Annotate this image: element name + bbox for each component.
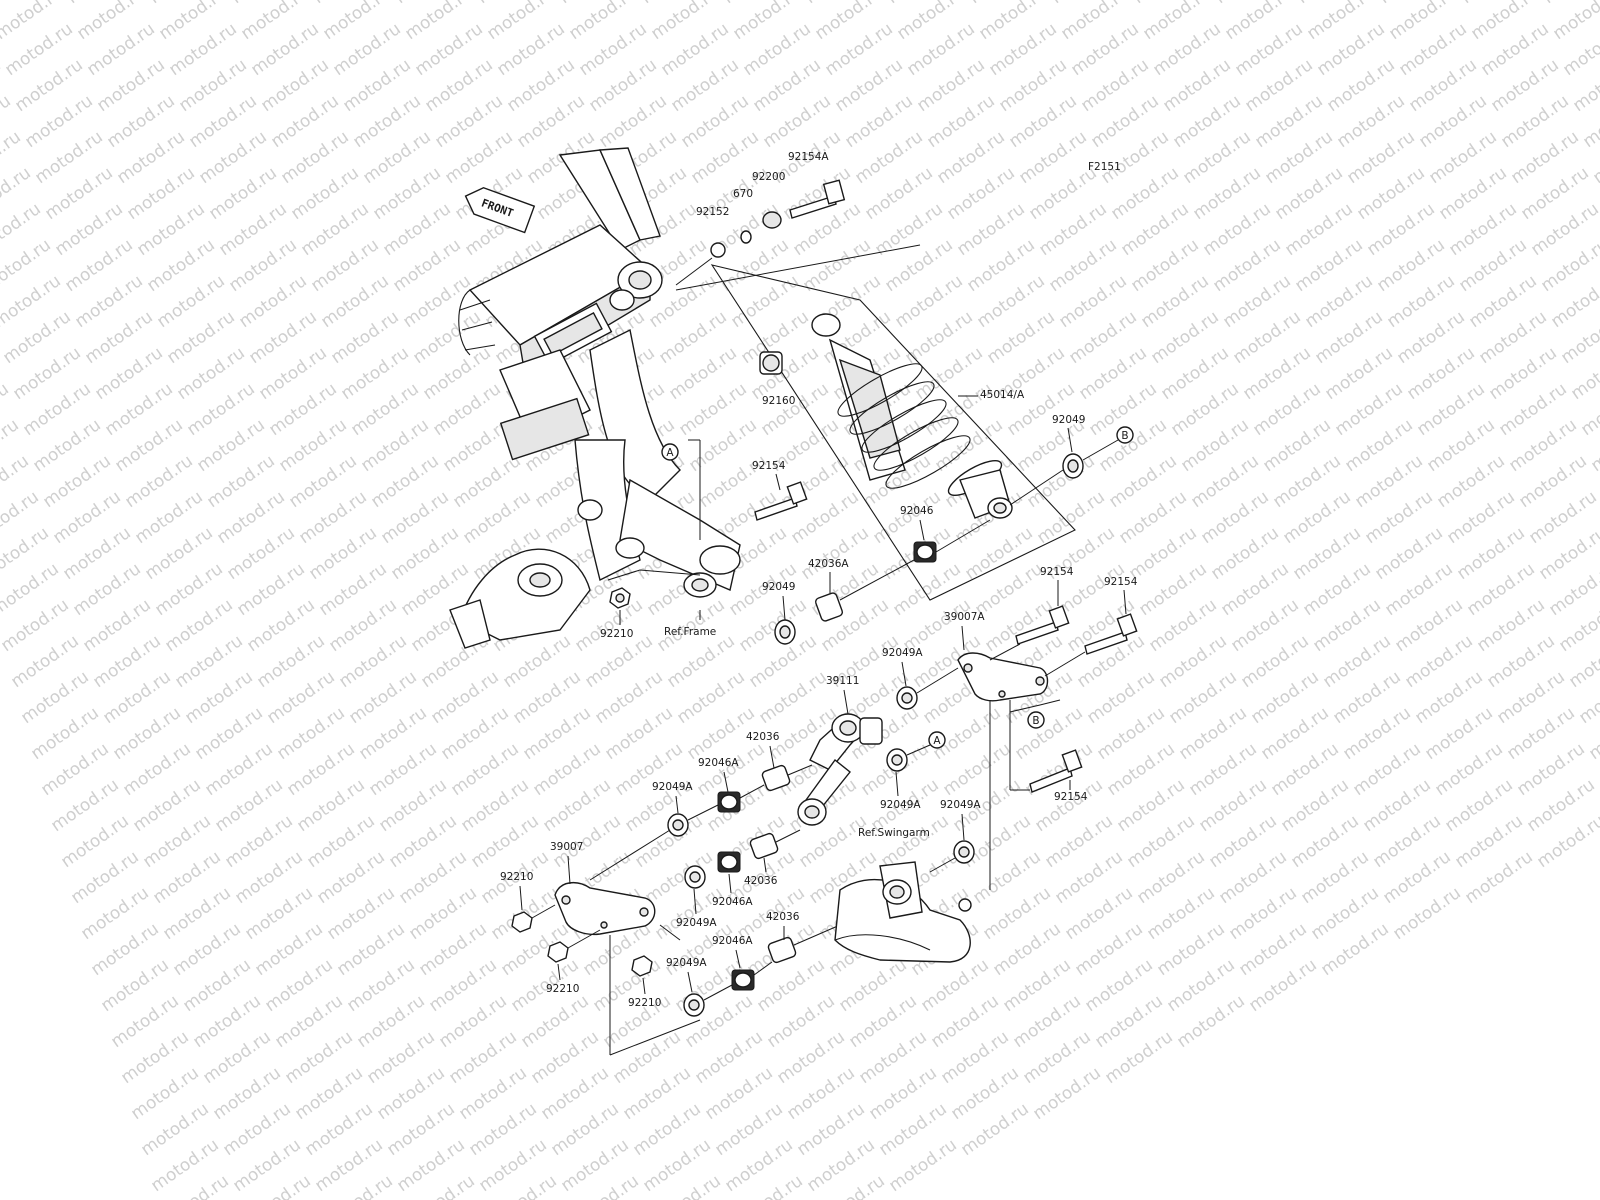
label-39007: 39007 [550,841,583,853]
link-rod-39111 [797,713,883,826]
label-92049-mid: 92049 [762,581,795,593]
plate-39007A: B [957,605,1138,890]
label-45014A: 45014/A [980,389,1025,401]
label-92154A: 92154A [788,151,829,163]
label-92049A-5: 92049A [666,957,707,969]
label-92049A-3: 92049A [940,799,981,811]
collars-bearings-center [589,764,841,1017]
label-92210-2: 92210 [546,983,579,995]
label-92049A-r: 92049A [882,647,923,659]
label-42036-3: 42036 [766,911,800,923]
label-92049A-2: 92049A [880,799,921,811]
label-92049A-4: 92049A [676,917,717,929]
label-92154-r3: 92154 [1054,791,1088,803]
washer-92049-top: B [1009,426,1134,506]
label-92210-frame: 92210 [600,628,633,640]
label-42036A: 42036A [808,558,849,570]
label-39111: 39111 [826,675,859,687]
label-92154-mid: 92154 [752,460,786,472]
ref-swingarm: Ref.Swingarm [858,827,930,839]
nut-92210-frame [609,587,631,609]
label-92046: 92046 [900,505,934,517]
figure-code: F2151 [1088,161,1121,173]
label-92200: 92200 [752,171,785,183]
label-670: 670 [733,188,753,200]
label-42036-1: 42036 [746,731,780,743]
marker-a-frame: A [666,447,674,459]
bushing-92160 [759,351,783,375]
label-92152: 92152 [696,206,729,218]
marker-a-link: A [933,735,941,747]
top-hardware [675,179,921,291]
swingarm-fragment [834,857,972,963]
label-92046A-3: 92046A [712,935,753,947]
label-39007A: 39007A [944,611,985,623]
label-92046A-2: 92046A [712,896,753,908]
label-92049A-1: 92049A [652,781,693,793]
label-92210-3: 92210 [628,997,661,1009]
label-92046A-1: 92046A [698,757,739,769]
bearings-shock-lower [607,519,991,645]
marker-b-bottom: B [1032,715,1039,727]
label-92154-r1: 92154 [1040,566,1074,578]
bolt-92154-frame: A [661,439,808,540]
label-42036-2: 42036 [744,875,778,887]
labels: F2151 92154A 92200 670 92152 92160 45014… [500,151,1138,1009]
ref-frame: Ref.Frame [664,626,716,638]
label-92210-1: 92210 [500,871,533,883]
marker-b-top: B [1121,430,1128,442]
plate-39007 [511,882,701,1056]
washers-92049A-right: A [886,667,975,864]
frame-assembly [449,147,741,649]
front-arrow: FRONT [464,186,536,234]
watermark-text: motod.ru [1549,0,1600,44]
label-92049-top: 92049 [1052,414,1085,426]
label-92154-r2: 92154 [1104,576,1138,588]
shock-absorber-45014 [710,264,1076,601]
label-92160: 92160 [762,395,795,407]
